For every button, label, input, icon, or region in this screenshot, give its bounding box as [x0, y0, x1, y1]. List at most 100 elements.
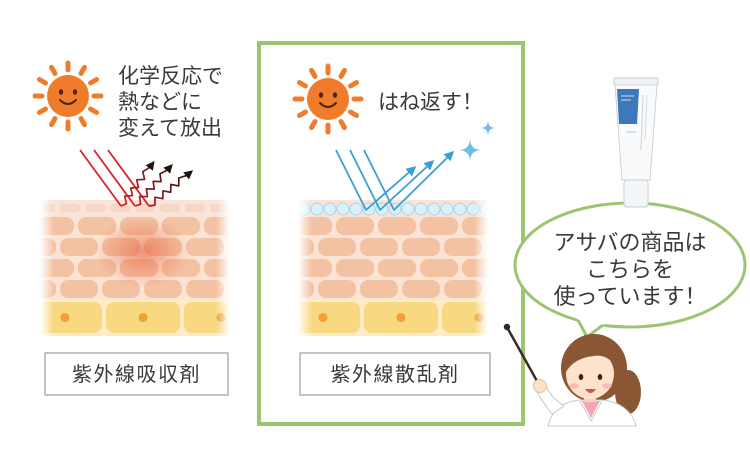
- presenter-character: [503, 323, 641, 427]
- skin-edge-fade: [216, 200, 230, 336]
- skin-edge-fade: [40, 200, 54, 336]
- scattering-particle: [323, 202, 337, 216]
- sun-icon: [32, 60, 104, 132]
- epidermis-cell: [60, 280, 98, 298]
- sun-ray: [348, 109, 360, 118]
- sun-ray: [78, 64, 87, 76]
- epidermis-cell: [378, 217, 416, 235]
- blush-right: [602, 383, 612, 389]
- scatterer-label: 紫外線散乱剤: [331, 362, 460, 386]
- epidermis-cell: [318, 238, 356, 256]
- product-tube-icon: [613, 77, 659, 208]
- scattering-particle: [440, 202, 454, 216]
- shirt-collar: [582, 401, 600, 418]
- sun-rays: [32, 60, 104, 132]
- stratum-corneum-cell: [58, 202, 82, 214]
- sun-ray: [49, 116, 58, 128]
- stratum-corneum-cell: [183, 202, 207, 214]
- reflected-uv-ray: [363, 149, 455, 211]
- sparkle-icon: [458, 138, 482, 162]
- scattering-particle: [310, 202, 324, 216]
- sun-ray: [36, 106, 48, 115]
- epidermis-cell: [318, 280, 356, 298]
- cell-nucleus: [318, 313, 328, 322]
- sun-smile: [59, 99, 77, 105]
- stratum-corneum-cell: [158, 202, 182, 214]
- sun-ray: [78, 116, 87, 128]
- sun-ray: [338, 119, 347, 131]
- hair-bangs: [565, 336, 622, 374]
- emitted-heat-arrow: [120, 160, 155, 207]
- epidermis-cell: [336, 217, 374, 235]
- reflected-uv-arrows: [335, 149, 455, 211]
- scattering-particle: [336, 202, 350, 216]
- right-panel-scatterer: はね返す！ 紫外線散乱剤: [257, 41, 525, 426]
- scatterer-label-box: [299, 352, 491, 396]
- sun-ray: [88, 106, 100, 115]
- epidermis-cell: [360, 280, 398, 298]
- blush-left: [569, 383, 579, 389]
- absorber-label: 紫外線吸収剤: [72, 362, 201, 386]
- epidermis-cell: [420, 259, 458, 277]
- scatterer-caption: はね返す！: [378, 90, 483, 114]
- absorber-caption-line-3: 変えて放出: [118, 116, 222, 140]
- epidermis-cell: [186, 238, 224, 256]
- coat-lapel: [579, 400, 603, 423]
- epidermis-cell: [402, 238, 440, 256]
- absorber-caption-line-1: 化学反応で: [118, 64, 223, 88]
- sun-ray: [348, 80, 360, 89]
- epidermis-cell: [444, 238, 482, 256]
- bubble-line-3: 使っています！: [554, 285, 707, 310]
- sparkle-icon: [480, 120, 496, 136]
- tube-print-line: [640, 94, 644, 151]
- scattering-particle: [349, 202, 363, 216]
- left-panel-absorber: 化学反応で 熱などに 変えて放出 紫外線吸収剤: [32, 60, 230, 396]
- absorber-caption-line-2: 熱などに: [118, 90, 202, 114]
- sun-ray: [309, 67, 318, 79]
- sun-ray: [338, 67, 347, 79]
- skin-cross-section-scatterer: [298, 200, 488, 336]
- reflected-uv-ray: [335, 149, 417, 211]
- epidermis-cell: [378, 259, 416, 277]
- epidermis-cell: [420, 217, 458, 235]
- epidermis-cell: [60, 238, 98, 256]
- scattering-particle: [362, 202, 376, 216]
- eye-left: [578, 374, 584, 380]
- pointer-tip: [503, 323, 511, 331]
- epidermis-cell: [360, 238, 398, 256]
- bubble-line-2: こちらを: [586, 258, 674, 283]
- reflected-uv-ray: [349, 149, 435, 211]
- scattering-particle: [401, 202, 415, 216]
- sun-eye-right: [332, 92, 338, 98]
- cell-nucleus: [396, 313, 406, 322]
- skin-edge-fade: [298, 200, 312, 336]
- sun-ray: [36, 77, 48, 86]
- speech-bubble-tail-fill: [576, 312, 606, 338]
- bubble-line-1: アサバの商品は: [553, 231, 706, 256]
- epidermis-cell: [336, 259, 374, 277]
- sun-face: [307, 78, 349, 120]
- mouth: [585, 389, 596, 393]
- absorbed-uv-arrows: [79, 149, 194, 207]
- sun-ray: [88, 77, 100, 86]
- scattering-particle: [427, 202, 441, 216]
- sun-face: [47, 75, 89, 117]
- stratum-corneum-cell: [108, 202, 132, 214]
- sun-rays: [292, 63, 364, 135]
- tube-print-line: [644, 94, 648, 141]
- tube-cap: [623, 179, 649, 208]
- epidermis-cell: [402, 280, 440, 298]
- stratum-corneum-cell: [83, 202, 107, 214]
- hand: [533, 379, 547, 393]
- emitted-heat-arrow: [148, 170, 194, 207]
- absorber-label-box: [44, 352, 229, 396]
- cell-nucleus: [60, 313, 70, 322]
- sun-ray: [296, 80, 308, 89]
- tube-blue-label: [617, 89, 639, 124]
- sun-icon: [292, 63, 364, 135]
- basal-cell: [298, 302, 360, 333]
- tube-crimp: [613, 77, 659, 86]
- scattering-particle: [453, 202, 467, 216]
- epidermis-cell: [186, 280, 224, 298]
